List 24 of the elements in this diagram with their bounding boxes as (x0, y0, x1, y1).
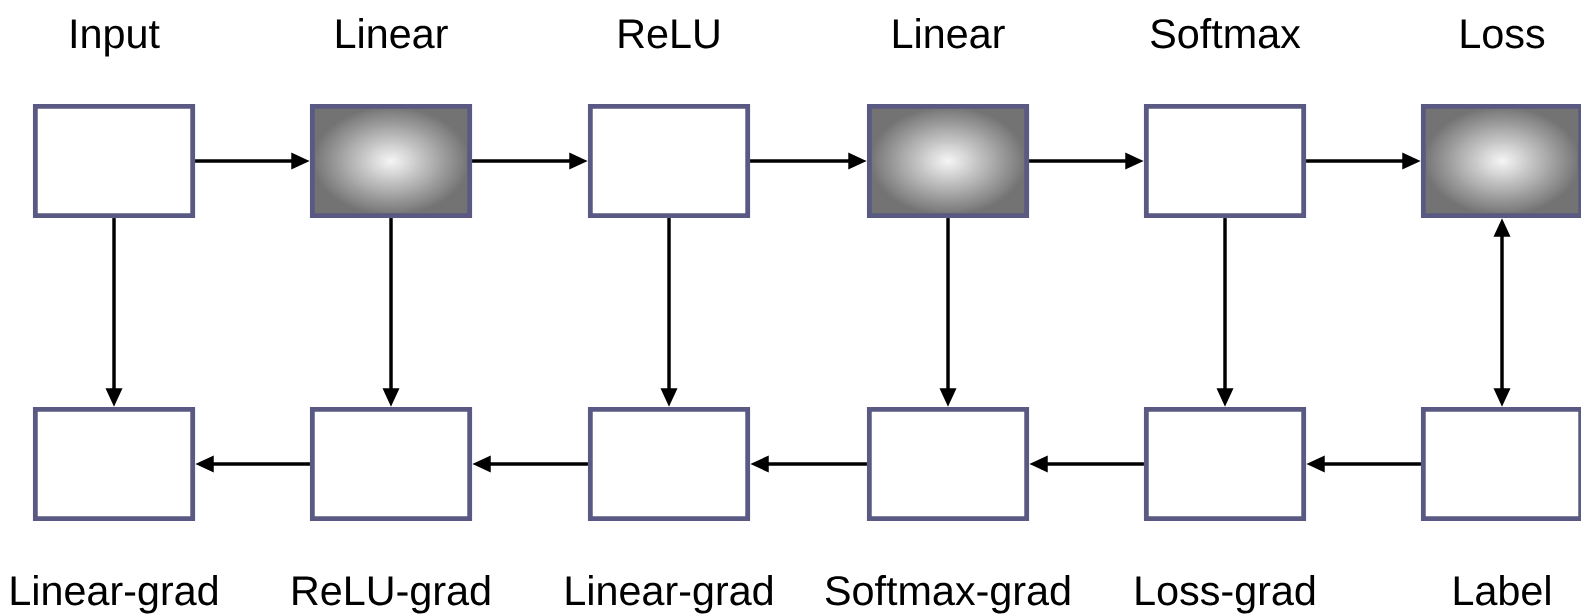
node-label: Softmax (1151, 18, 1301, 49)
block-box: Input (32, 19, 196, 219)
node-label: ReLU-grad (293, 575, 490, 614)
block-box: ReLU-grad (293, 406, 490, 614)
node-label: Linear (893, 18, 1005, 49)
node-label: Linear-grad (566, 575, 772, 614)
block-box: Softmax (1143, 18, 1307, 219)
block-box: Softmax-grad (825, 406, 1070, 614)
node-label: Linear-grad (11, 575, 217, 614)
node-label: ReLU (619, 19, 719, 49)
block-box: ReLU (587, 19, 751, 219)
node-label: Linear (336, 18, 448, 49)
node-label: Softmax-grad (825, 575, 1070, 614)
block-box: Linear-grad (11, 406, 217, 614)
block-box: Label (1420, 406, 1581, 606)
block-box: Linear (309, 18, 473, 219)
node-label: Input (71, 19, 160, 57)
block-box: Linear (866, 18, 1030, 219)
node-label: Loss-grad (1136, 575, 1315, 614)
block-box: Loss-grad (1136, 406, 1315, 614)
block-box: Linear-grad (566, 406, 772, 614)
node-label: Label (1454, 575, 1550, 606)
node-label: Loss (1461, 19, 1545, 49)
block-box: Loss (1420, 19, 1581, 219)
